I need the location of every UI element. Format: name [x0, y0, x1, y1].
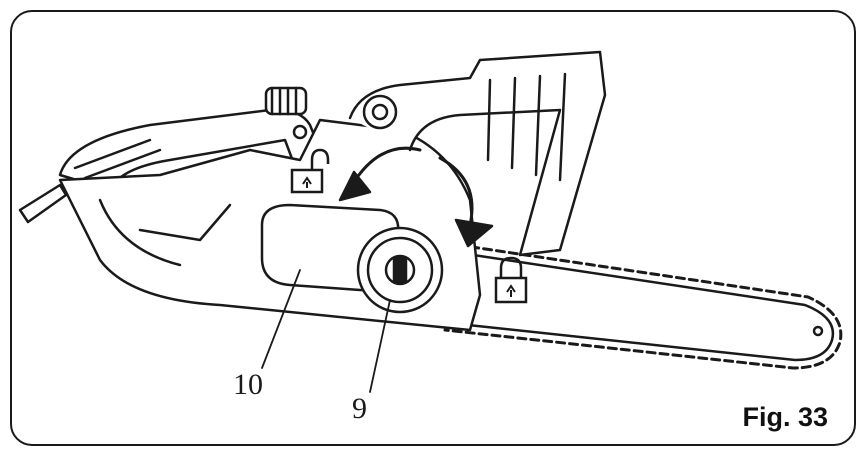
leader-line-9: [369, 299, 391, 393]
power-cord: [18, 183, 68, 224]
front-handle: [348, 50, 607, 257]
curved-rotation-arrow-icon: [438, 156, 474, 227]
figure-caption: Fig. 33: [742, 402, 828, 432]
guide-bar: [438, 248, 835, 362]
bar-nose-rivet: [812, 325, 824, 337]
locked-padlock-icon: [494, 256, 528, 304]
unlocked-padlock-icon: [290, 148, 330, 194]
callout-9: 9: [352, 392, 367, 425]
callout-10: 10: [233, 368, 263, 401]
saw-chain: [443, 241, 843, 370]
leader-line-10: [261, 269, 301, 369]
